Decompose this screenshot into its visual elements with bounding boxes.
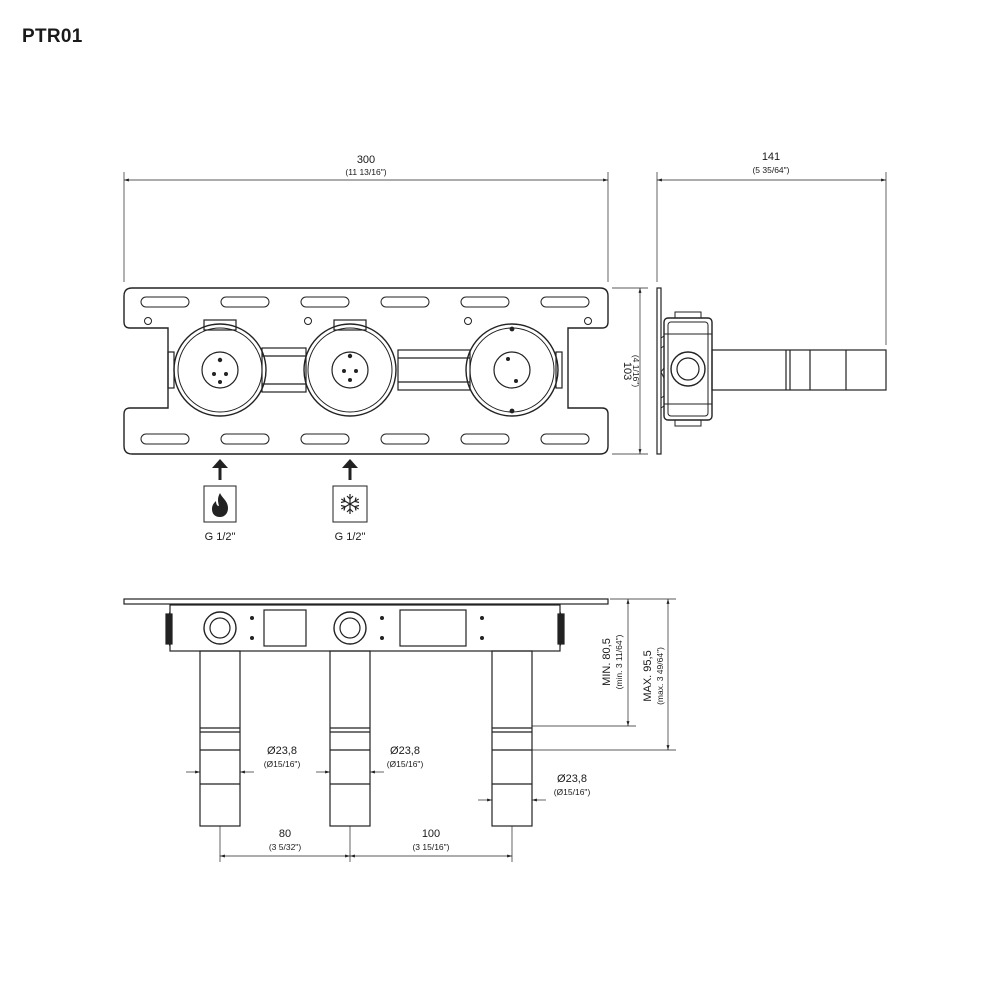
width-dimension: 300 (11 13/16") (123, 154, 609, 282)
spacing-1-value: 80 (279, 828, 291, 840)
inlet-cold: G 1/2" (332, 459, 368, 543)
min-dim-sub: (min. 3 11/64") (614, 634, 624, 689)
inlet-hot: G 1/2" (203, 459, 237, 543)
height-dim-sub: (4 1/16") (631, 355, 641, 387)
valve-cold (303, 319, 397, 417)
pipe-diameter-3: Ø23,8 (Ø15/16") (478, 773, 591, 802)
depth-dimension: 141 (5 35/64") (656, 151, 887, 345)
depth-dim-value: 141 (762, 151, 780, 163)
spacing-2-sub: (3 15/16") (412, 842, 449, 852)
top-fitting-1 (203, 611, 254, 645)
flame-icon (212, 493, 228, 517)
side-pipe (711, 349, 887, 391)
plate-holes (144, 317, 592, 325)
valve-mixer (465, 323, 563, 417)
depth-dim-sub: (5 35/64") (752, 165, 789, 175)
valve-body-connector (261, 347, 471, 393)
pipe-diameter-3-value: Ø23,8 (557, 773, 587, 785)
pipe-diameter-2-value: Ø23,8 (390, 745, 420, 757)
top-pipe-1 (199, 650, 241, 827)
mounting-slots-top (140, 296, 590, 308)
pipe-diameter-2-sub: (Ø15/16") (387, 759, 424, 769)
pipe-diameter-1-sub: (Ø15/16") (264, 759, 301, 769)
pipe-diameter-3-sub: (Ø15/16") (554, 787, 591, 797)
min-dim-value: MIN. 80,5 (601, 638, 613, 686)
pipe-diameter-1-value: Ø23,8 (267, 745, 297, 757)
top-fitting-3 (480, 616, 484, 640)
height-dimension: 103 (4 1/16") (612, 287, 648, 455)
height-dim-value: 103 (621, 362, 633, 380)
mounting-slots-bottom (140, 433, 590, 445)
inlet-hot-label: G 1/2" (205, 531, 236, 543)
spacing-1-sub: (3 5/32") (269, 842, 301, 852)
side-view: 141 (5 35/64") (656, 151, 887, 455)
top-body (165, 604, 565, 652)
width-dim-sub: (11 13/16") (345, 167, 386, 177)
top-fitting-2 (333, 611, 384, 645)
pipe-diameter-2: Ø23,8 (Ø15/16") (316, 745, 424, 774)
spacing-2-value: 100 (422, 828, 440, 840)
spacing-dimensions: 80 (3 5/32") 100 (3 15/16") (219, 826, 513, 862)
pipe-diameter-1: Ø23,8 (Ø15/16") (186, 745, 301, 774)
max-dim-sub: (max. 3 49/64") (655, 647, 665, 705)
top-view: Ø23,8 (Ø15/16") Ø23,8 (Ø15/16") Ø23,8 (Ø… (123, 598, 676, 862)
depth-min-max-dimensions: MIN. 80,5 (min. 3 11/64") MAX. 95,5 (max… (532, 598, 676, 751)
top-pipe-3 (491, 650, 533, 827)
snowflake-icon (340, 494, 360, 514)
max-dim-value: MAX. 95,5 (642, 650, 654, 701)
top-plate-edge (123, 598, 609, 605)
inlet-cold-label: G 1/2" (335, 531, 366, 543)
top-pipe-2 (329, 650, 371, 827)
width-dim-value: 300 (357, 154, 375, 166)
drawing-title: PTR01 (22, 26, 83, 47)
front-view: 300 (11 13/16") (123, 154, 648, 543)
mounting-plate (123, 287, 609, 455)
valve-hot (167, 319, 267, 417)
